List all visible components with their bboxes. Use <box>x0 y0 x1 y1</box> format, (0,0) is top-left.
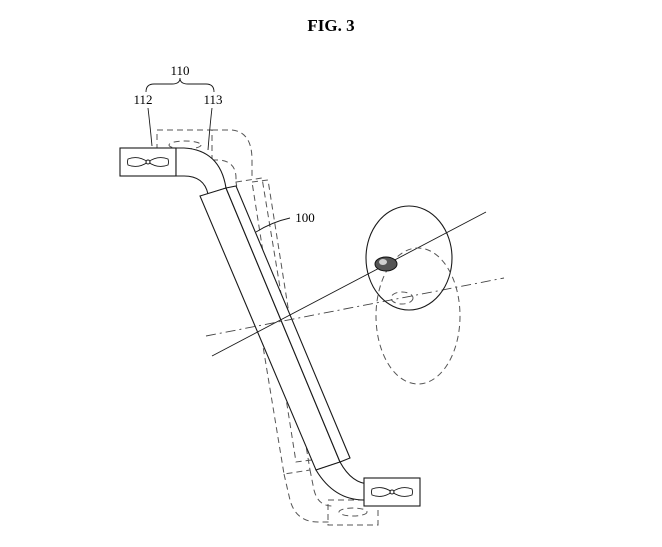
ref-label-112: 112 <box>133 92 152 107</box>
ref-label-113: 113 <box>203 92 222 107</box>
propeller-icon <box>127 157 169 167</box>
solid-axis-line <box>211 211 487 357</box>
reference-labels: 110 112 113 100 <box>133 63 315 233</box>
ref-label-110: 110 <box>170 63 189 78</box>
solid-cone-ellipse <box>365 205 453 311</box>
ref-label-100: 100 <box>295 210 315 225</box>
figure-title: FIG. 3 <box>307 16 354 35</box>
rotation-axes <box>205 211 505 357</box>
camera-icon <box>374 256 398 272</box>
brace <box>145 77 215 93</box>
propeller-icon <box>371 487 413 497</box>
sensor-cones <box>365 205 461 385</box>
drone-frame <box>119 147 421 507</box>
dashed-cone-ellipse <box>375 247 461 385</box>
